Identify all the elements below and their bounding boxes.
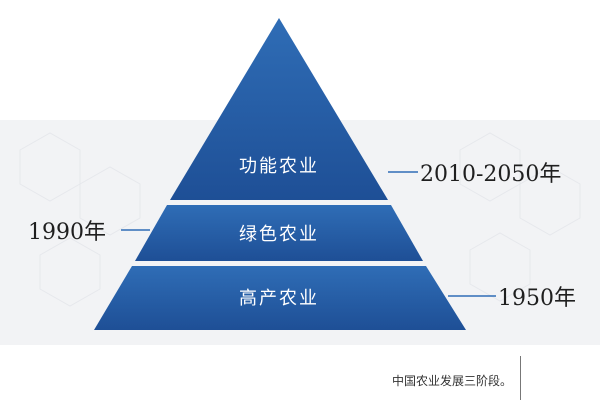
level-label-top: 功能农业 bbox=[239, 156, 319, 177]
figure-caption: 中国农业发展三阶段。 bbox=[391, 374, 512, 388]
level-label-middle: 绿色农业 bbox=[239, 224, 319, 245]
pyramid-level-bottom bbox=[94, 266, 466, 330]
level-label-bottom: 高产农业 bbox=[239, 288, 319, 309]
pyramid-level-top bbox=[170, 18, 388, 200]
date-label-middle: 1990年 bbox=[28, 220, 106, 245]
date-label-top: 2010-2050年 bbox=[420, 162, 562, 187]
date-label-bottom: 1950年 bbox=[498, 286, 576, 311]
background-hex-pattern bbox=[19, 132, 581, 307]
caption-divider bbox=[520, 356, 521, 400]
pyramid-level-middle bbox=[135, 205, 423, 261]
